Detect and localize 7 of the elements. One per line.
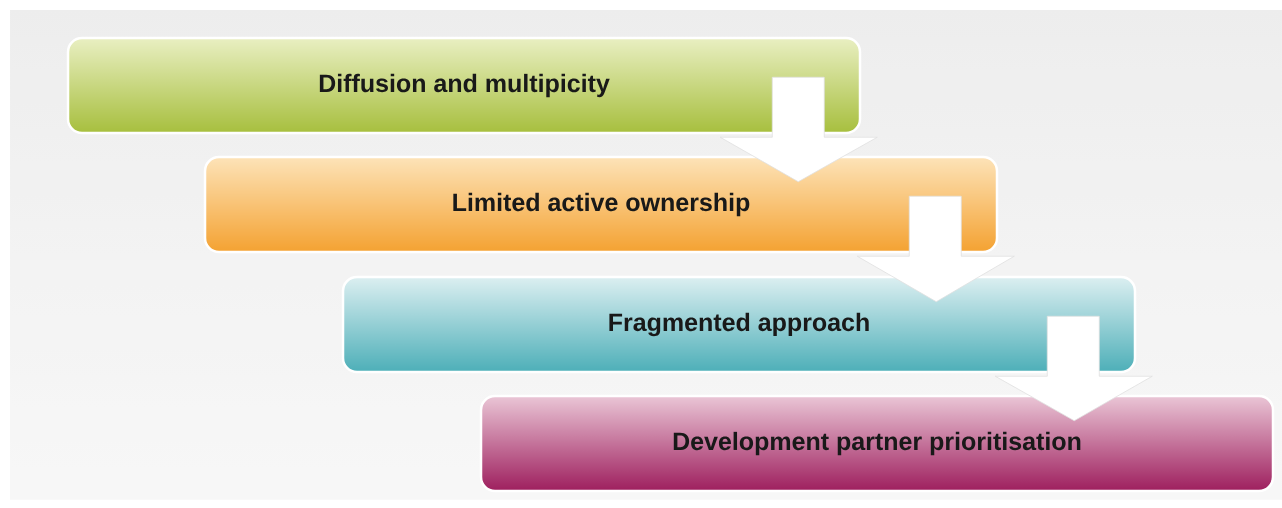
step-box: Development partner prioritisation xyxy=(479,394,1275,493)
step-box: Limited active ownership xyxy=(203,155,999,254)
block-arrow xyxy=(719,76,878,183)
step-box: Diffusion and multipicity xyxy=(66,36,862,135)
step-box: Fragmented approach xyxy=(341,275,1137,374)
block-arrow xyxy=(856,195,1015,303)
block-arrow xyxy=(994,315,1153,422)
